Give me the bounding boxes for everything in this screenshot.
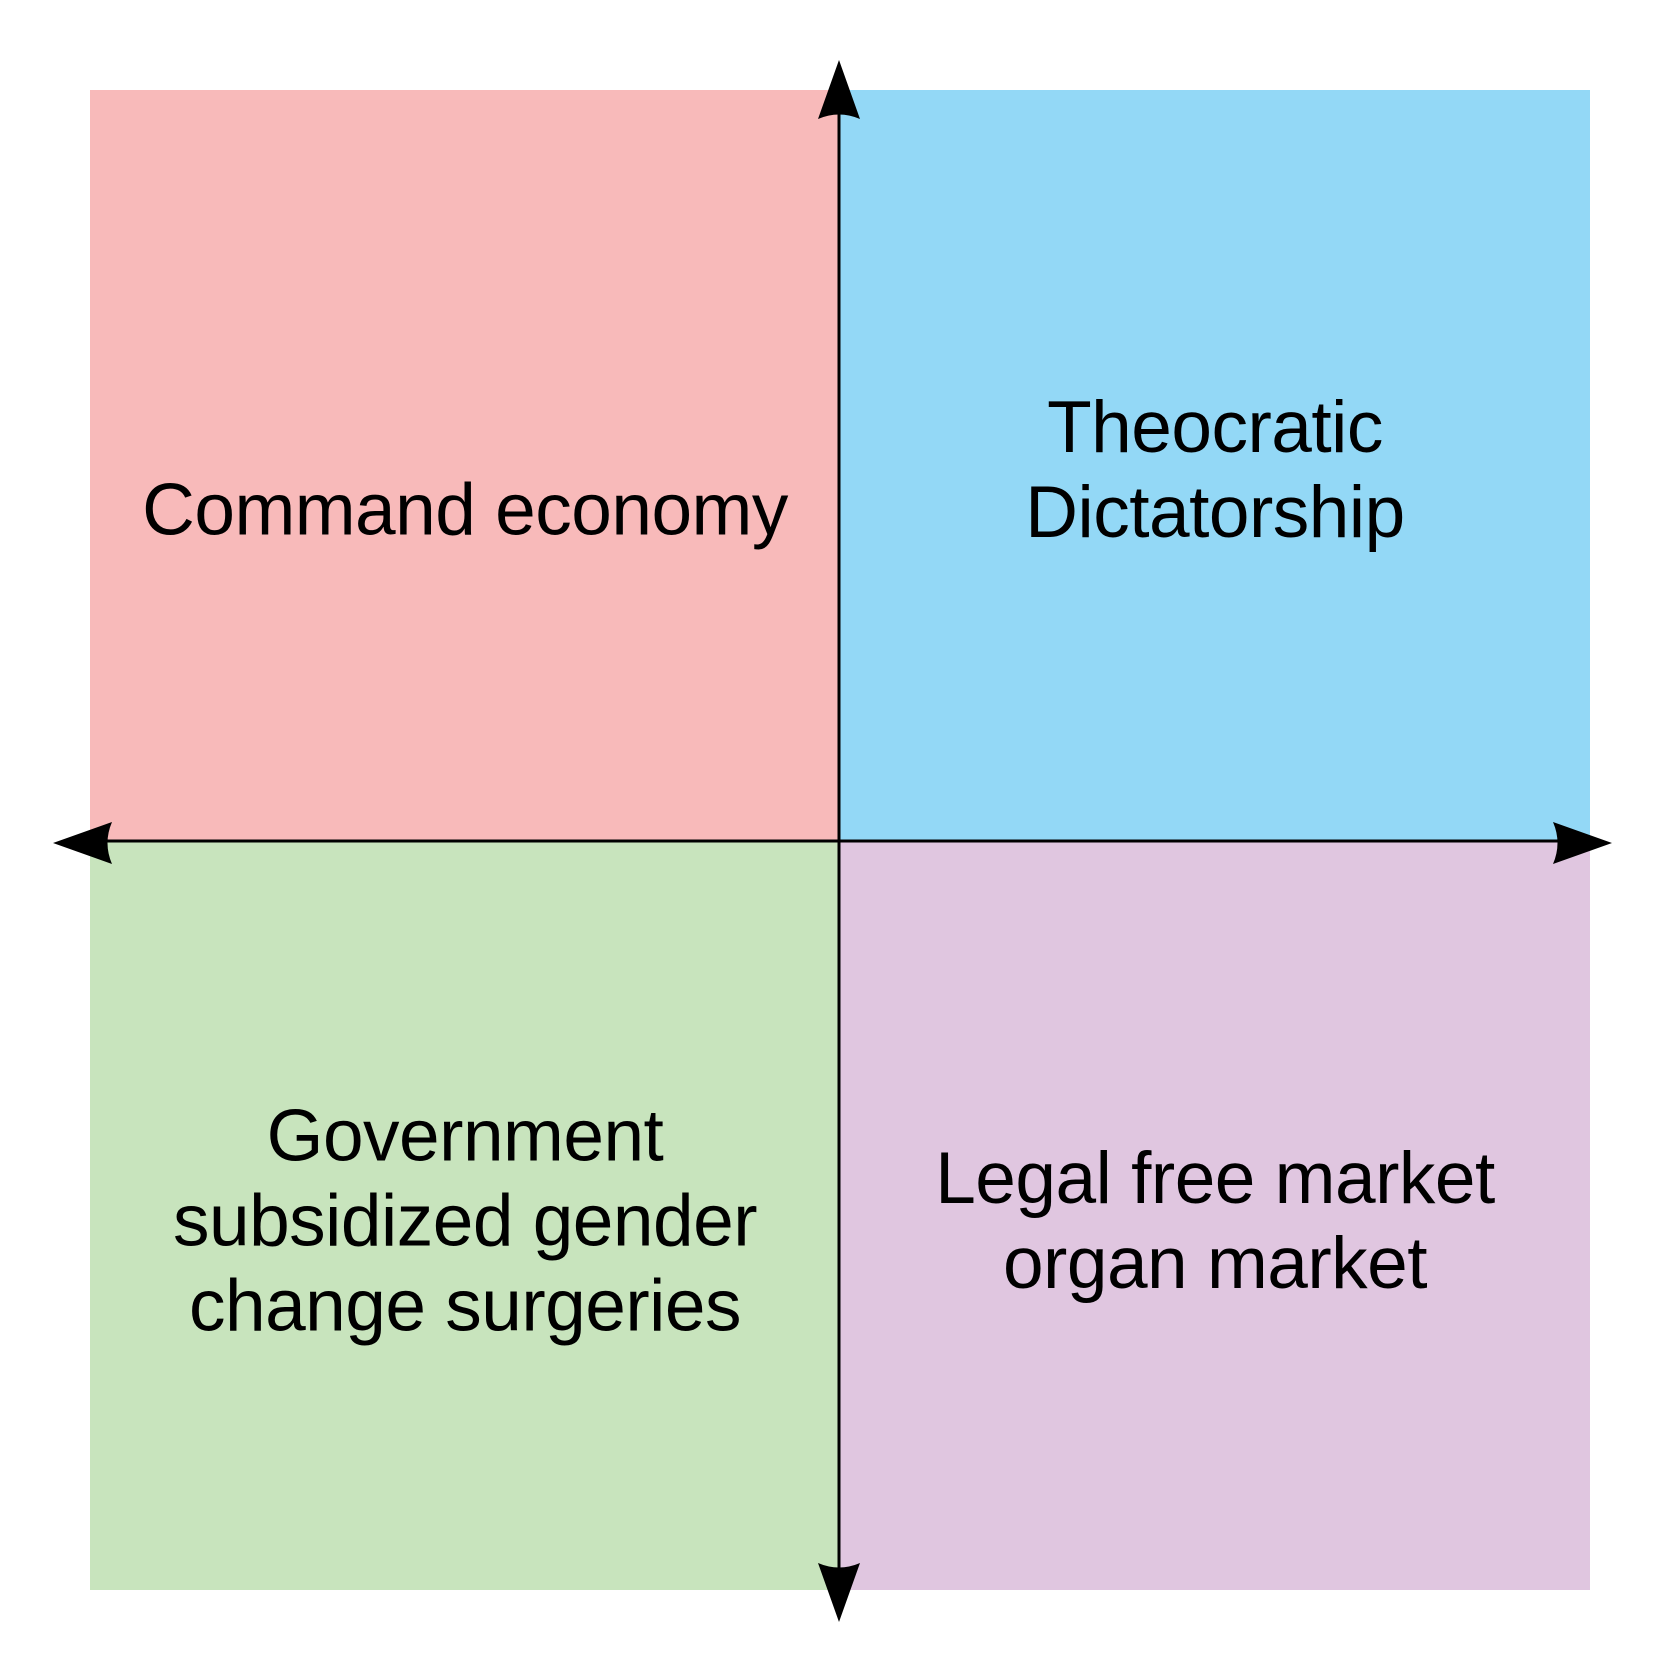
quadrant-label-bottom-left: Government subsidized gender change surg…	[172, 1095, 758, 1347]
arrow-up-icon	[818, 60, 860, 119]
quadrant-label-top-left: Command economy	[142, 469, 788, 551]
quadrant-top-left: Command economy	[90, 90, 840, 841]
arrow-left-icon	[53, 822, 112, 864]
arrow-right-icon	[1553, 822, 1612, 864]
quadrant-bottom-right: Legal free market organ market	[840, 841, 1590, 1590]
quadrant-label-bottom-right: Legal free market organ market	[935, 1138, 1495, 1304]
quadrant-bottom-left: Government subsidized gender change surg…	[90, 841, 840, 1590]
quadrant-label-top-right: Theocratic Dictatorship	[1025, 387, 1405, 553]
arrow-down-icon	[818, 1563, 860, 1622]
quadrant-top-right: Theocratic Dictatorship	[840, 90, 1590, 841]
